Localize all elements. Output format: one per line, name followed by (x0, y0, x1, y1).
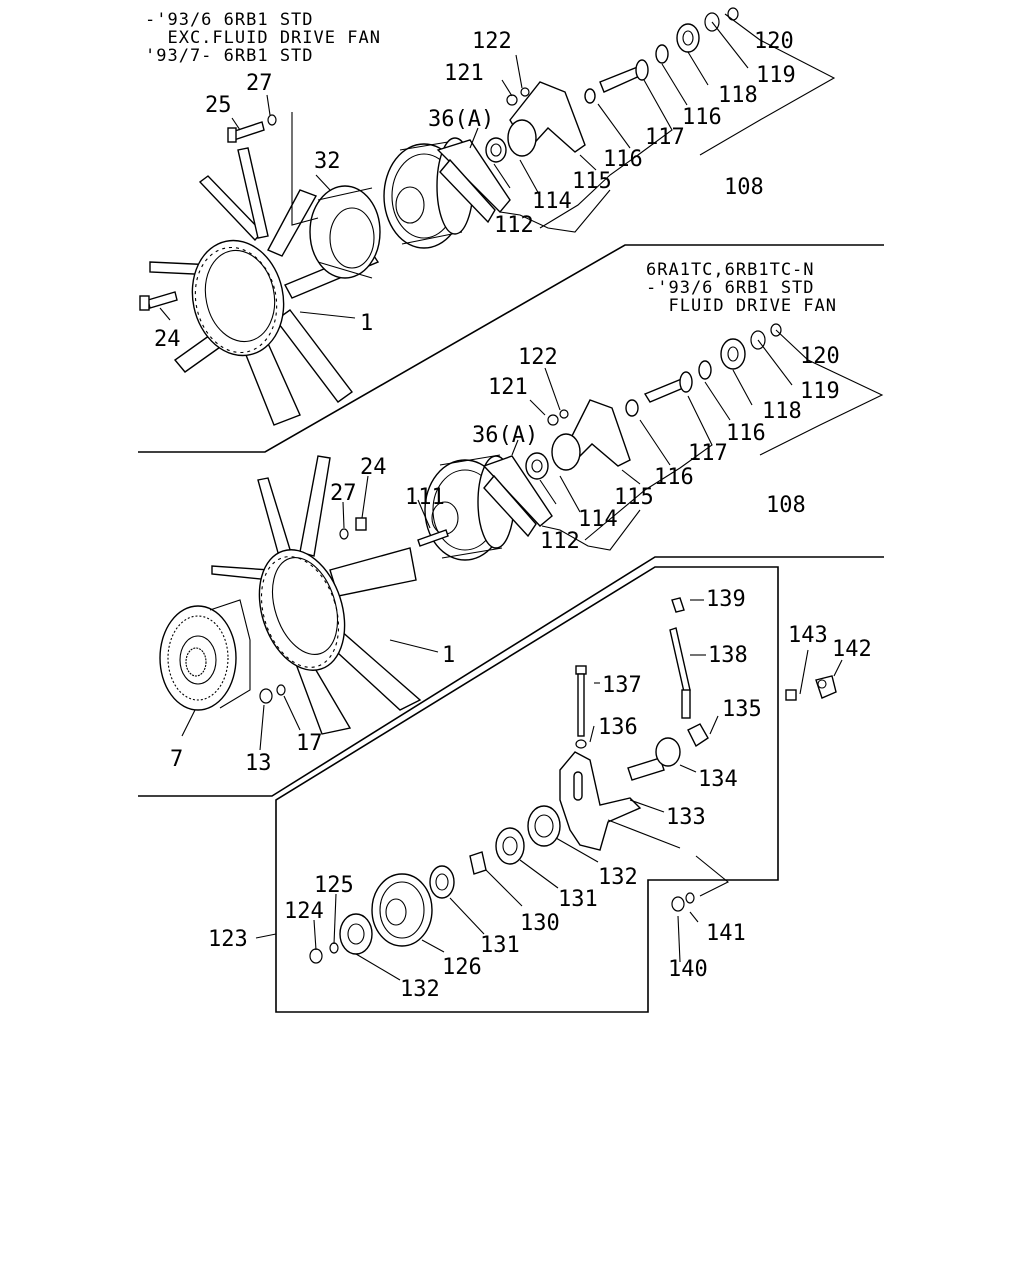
callout-112-top: 112 (494, 213, 534, 238)
callout-117-top: 117 (645, 125, 685, 150)
callout-32-top: 32 (314, 149, 341, 174)
callout-112-middle: 112 (540, 529, 580, 554)
callout-122-top: 122 (472, 29, 512, 54)
middle-headers: 6RA1TC,6RB1TC-N -'93/6 6RB1 STD FLUID DR… (646, 260, 837, 316)
callout-118-middle: 118 (762, 399, 802, 424)
callout-114-middle: 114 (578, 507, 618, 532)
callout-138: 138 (708, 643, 748, 668)
callout-36a-top: 36(A) (428, 107, 494, 132)
cooling-fan-top (149, 147, 380, 426)
callout-118-top: 118 (718, 83, 758, 108)
callout-119-middle: 119 (800, 379, 840, 404)
callout-1-middle: 1 (442, 643, 455, 668)
idler-assembly (309, 597, 837, 964)
drive-belt-middle (482, 455, 553, 538)
leaders-middle (181, 329, 884, 751)
cooling-fan-middle (211, 455, 422, 735)
drive-belt-top (436, 139, 511, 224)
top-header-line-3: '93/7- 6RB1 STD (145, 46, 314, 66)
callout-120-top: 120 (754, 29, 794, 54)
callout-125: 125 (314, 873, 354, 898)
callout-116-middle-a: 116 (726, 421, 766, 446)
callout-115-middle: 115 (614, 485, 654, 510)
callout-27-top: 27 (246, 71, 273, 96)
callout-143: 143 (788, 623, 828, 648)
callout-120-middle: 120 (800, 344, 840, 369)
callout-121-middle: 121 (488, 375, 528, 400)
callout-137: 137 (602, 673, 642, 698)
callout-27-middle: 27 (330, 481, 357, 506)
callout-136: 136 (598, 715, 638, 740)
callout-13-middle: 13 (245, 751, 272, 776)
callouts-bottom: 139 138 137 136 135 134 133 143 142 132 … (208, 587, 872, 1002)
bolts-top (139, 114, 277, 311)
callout-17-middle: 17 (296, 731, 323, 756)
callouts-top: 120 119 118 116 117 116 108 122 121 36(A… (154, 29, 796, 352)
callout-114-top: 114 (532, 189, 572, 214)
top-header-line-2: EXC.FLUID DRIVE FAN (145, 28, 381, 48)
callout-24-top: 24 (154, 327, 181, 352)
callout-108-middle: 108 (766, 493, 806, 518)
leaders-bottom (255, 599, 843, 981)
tensioner-parts-top (485, 7, 739, 163)
callout-139: 139 (706, 587, 746, 612)
callout-117-middle: 117 (688, 441, 728, 466)
tensioner-parts-middle (525, 323, 782, 480)
callout-36a-middle: 36(A) (472, 423, 538, 448)
section-dividers (138, 244, 884, 1013)
callout-116-top-b: 116 (603, 147, 643, 172)
callout-119-top: 119 (756, 63, 796, 88)
callout-116-top-a: 116 (682, 105, 722, 130)
callout-126: 126 (442, 955, 482, 980)
callout-25-top: 25 (205, 93, 232, 118)
fluid-drive-clutch (159, 599, 251, 711)
callout-121-top: 121 (444, 61, 484, 86)
callout-130: 130 (520, 911, 560, 936)
callout-134: 134 (698, 767, 738, 792)
bolts-middle (259, 517, 367, 704)
callout-140: 140 (668, 957, 708, 982)
leaders-top (159, 13, 836, 321)
callout-131-left: 131 (480, 933, 520, 958)
callout-24-middle: 24 (360, 455, 387, 480)
callout-115-top: 115 (572, 169, 612, 194)
callout-131-right: 131 (558, 887, 598, 912)
callout-1-top: 1 (360, 311, 373, 336)
top-headers: -'93/6 6RB1 STD EXC.FLUID DRIVE FAN '93/… (145, 10, 381, 66)
callout-132-left: 132 (400, 977, 440, 1002)
middle-header-line-3: FLUID DRIVE FAN (646, 296, 837, 316)
callout-111-middle: 111 (405, 485, 445, 510)
callout-142: 142 (832, 637, 872, 662)
callout-133: 133 (666, 805, 706, 830)
middle-header-line-2: -'93/6 6RB1 STD (646, 278, 815, 298)
callout-132-right: 132 (598, 865, 638, 890)
callout-135: 135 (722, 697, 762, 722)
fan-spacer-top (309, 185, 381, 279)
middle-header-line-1: 6RA1TC,6RB1TC-N (646, 260, 815, 280)
callout-141: 141 (706, 921, 746, 946)
callout-7-middle: 7 (170, 747, 183, 772)
callout-108-top: 108 (724, 175, 764, 200)
top-header-line-1: -'93/6 6RB1 STD (145, 10, 314, 30)
callout-123: 123 (208, 927, 248, 952)
callout-124: 124 (284, 899, 324, 924)
callout-122-middle: 122 (518, 345, 558, 370)
callout-116-middle-b: 116 (654, 465, 694, 490)
callouts-middle: 122 121 120 119 118 116 117 116 115 36(A… (170, 344, 840, 776)
